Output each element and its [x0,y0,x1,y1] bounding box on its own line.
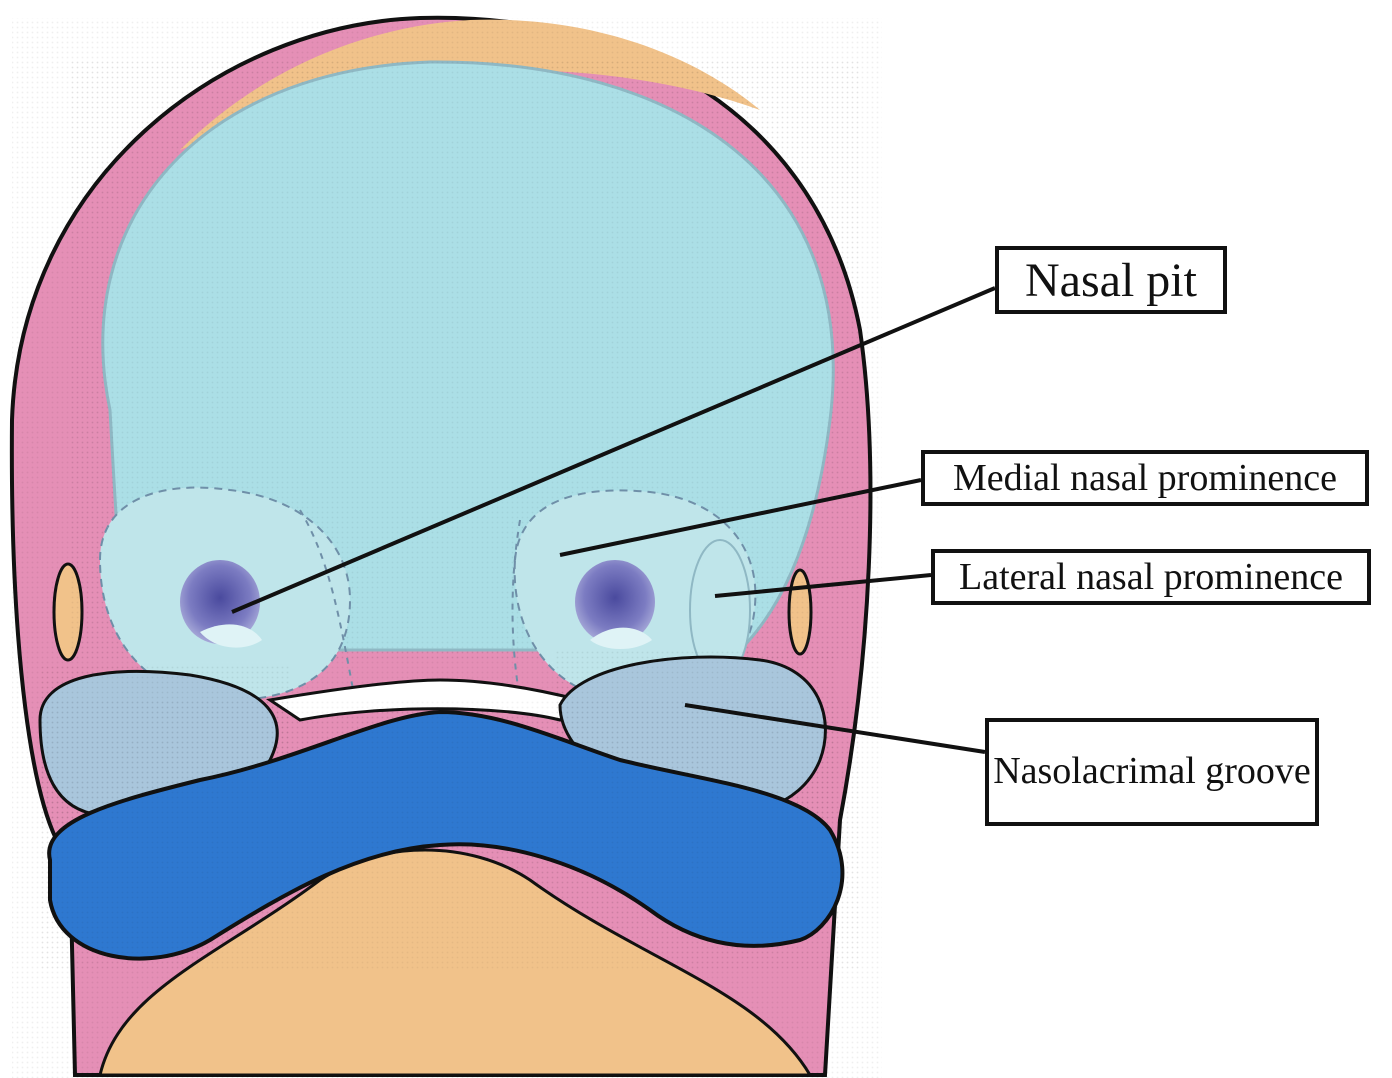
label-groove-text: Nasolacrimal groove [993,750,1311,794]
label-medial-text: Medial nasal prominence [953,456,1337,500]
label-nasal-pit: Nasal pit [995,246,1227,314]
label-lateral-text: Lateral nasal prominence [959,555,1343,599]
label-nasal-pit-text: Nasal pit [1025,253,1197,308]
label-nasolacrimal-groove: Nasolacrimal groove [985,718,1319,826]
label-lateral-nasal-prominence: Lateral nasal prominence [931,549,1371,605]
label-medial-nasal-prominence: Medial nasal prominence [921,450,1369,506]
mandibular-prominence [40,700,860,1075]
